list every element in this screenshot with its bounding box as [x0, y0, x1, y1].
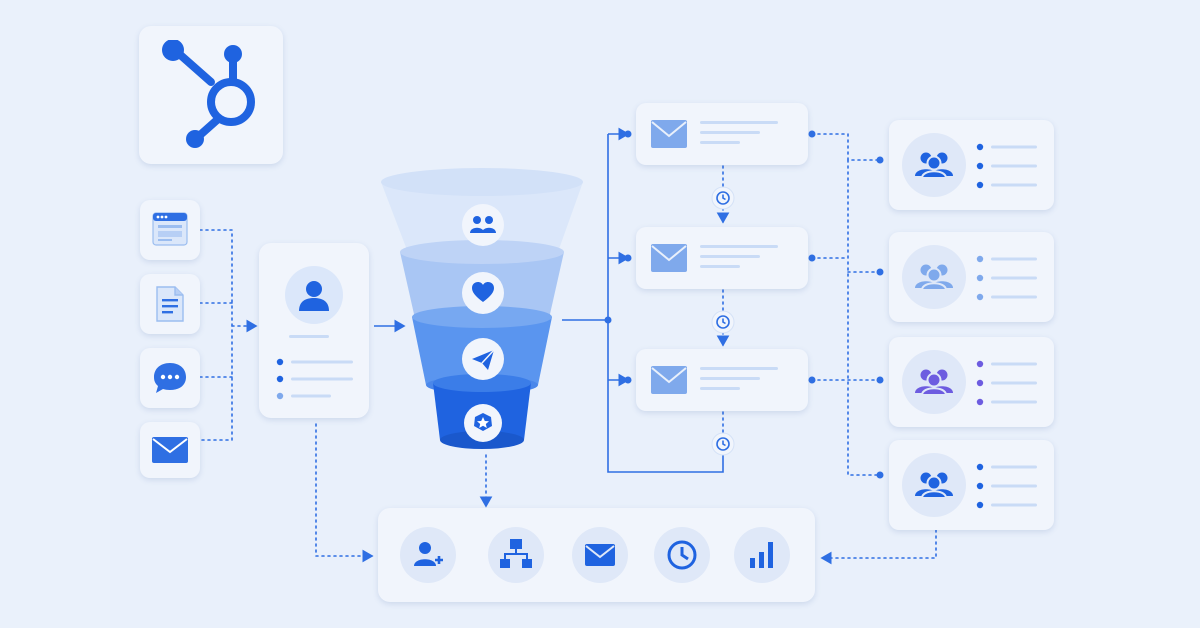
group-icon — [902, 453, 966, 517]
segment-detail-lines — [976, 143, 1037, 189]
marketing-funnel — [381, 168, 583, 449]
email1-to-segment-line — [811, 133, 879, 161]
right-margin-band — [1090, 0, 1200, 628]
hubspot-sprocket-icon — [162, 40, 255, 148]
segment-detail-lines — [976, 255, 1037, 301]
source-card-email[interactable] — [140, 422, 200, 478]
segment-detail-lines — [976, 360, 1037, 406]
envelope-icon — [651, 366, 687, 394]
heart-icon — [462, 272, 504, 314]
email-step-card[interactable] — [636, 103, 808, 165]
browser-window-icon — [152, 212, 188, 246]
group-icon — [902, 245, 966, 309]
bar-chart-icon[interactable] — [733, 526, 791, 584]
email-preview-lines — [700, 121, 778, 144]
source-card-chat[interactable] — [140, 348, 200, 408]
envelope-icon — [152, 437, 188, 463]
org-chart-icon[interactable] — [487, 526, 545, 584]
email-preview-lines — [700, 367, 778, 390]
send-icon — [462, 338, 504, 380]
audience-segment-card[interactable] — [889, 120, 1054, 210]
envelope-icon[interactable] — [571, 526, 629, 584]
envelope-icon — [651, 244, 687, 272]
clock-icon — [711, 432, 735, 456]
contact-details-lines — [276, 335, 353, 400]
audience-segment-card[interactable] — [889, 337, 1054, 427]
audience-segment-card[interactable] — [889, 232, 1054, 322]
sources-bracket — [199, 229, 233, 441]
contact-to-workflow-line — [315, 423, 374, 563]
group-icon — [902, 133, 966, 197]
segments-to-workflow-line — [820, 529, 937, 565]
email-step-card[interactable] — [636, 227, 808, 289]
user-avatar-icon — [285, 266, 343, 324]
star-badge-icon — [464, 404, 502, 442]
group-icon — [462, 204, 504, 246]
clock-icon — [711, 186, 735, 210]
hubspot-logo-card — [139, 26, 283, 164]
audience-segment-card[interactable] — [889, 440, 1054, 530]
document-icon — [156, 286, 184, 322]
left-margin-band — [0, 0, 110, 628]
source-card-landing-page[interactable] — [140, 200, 200, 260]
contact-record-card[interactable] — [259, 243, 369, 418]
group-icon — [902, 350, 966, 414]
clock-icon[interactable] — [653, 526, 711, 584]
email-preview-lines — [700, 245, 778, 268]
sequence-bracket — [607, 134, 724, 473]
workflow-actions-bar — [378, 508, 815, 602]
clock-icon — [711, 310, 735, 334]
source-card-document[interactable] — [140, 274, 200, 334]
segment-detail-lines — [976, 463, 1037, 509]
envelope-icon — [651, 120, 687, 148]
add-user-icon[interactable] — [399, 526, 457, 584]
chat-bubble-icon — [154, 363, 186, 393]
email-step-card[interactable] — [636, 349, 808, 411]
